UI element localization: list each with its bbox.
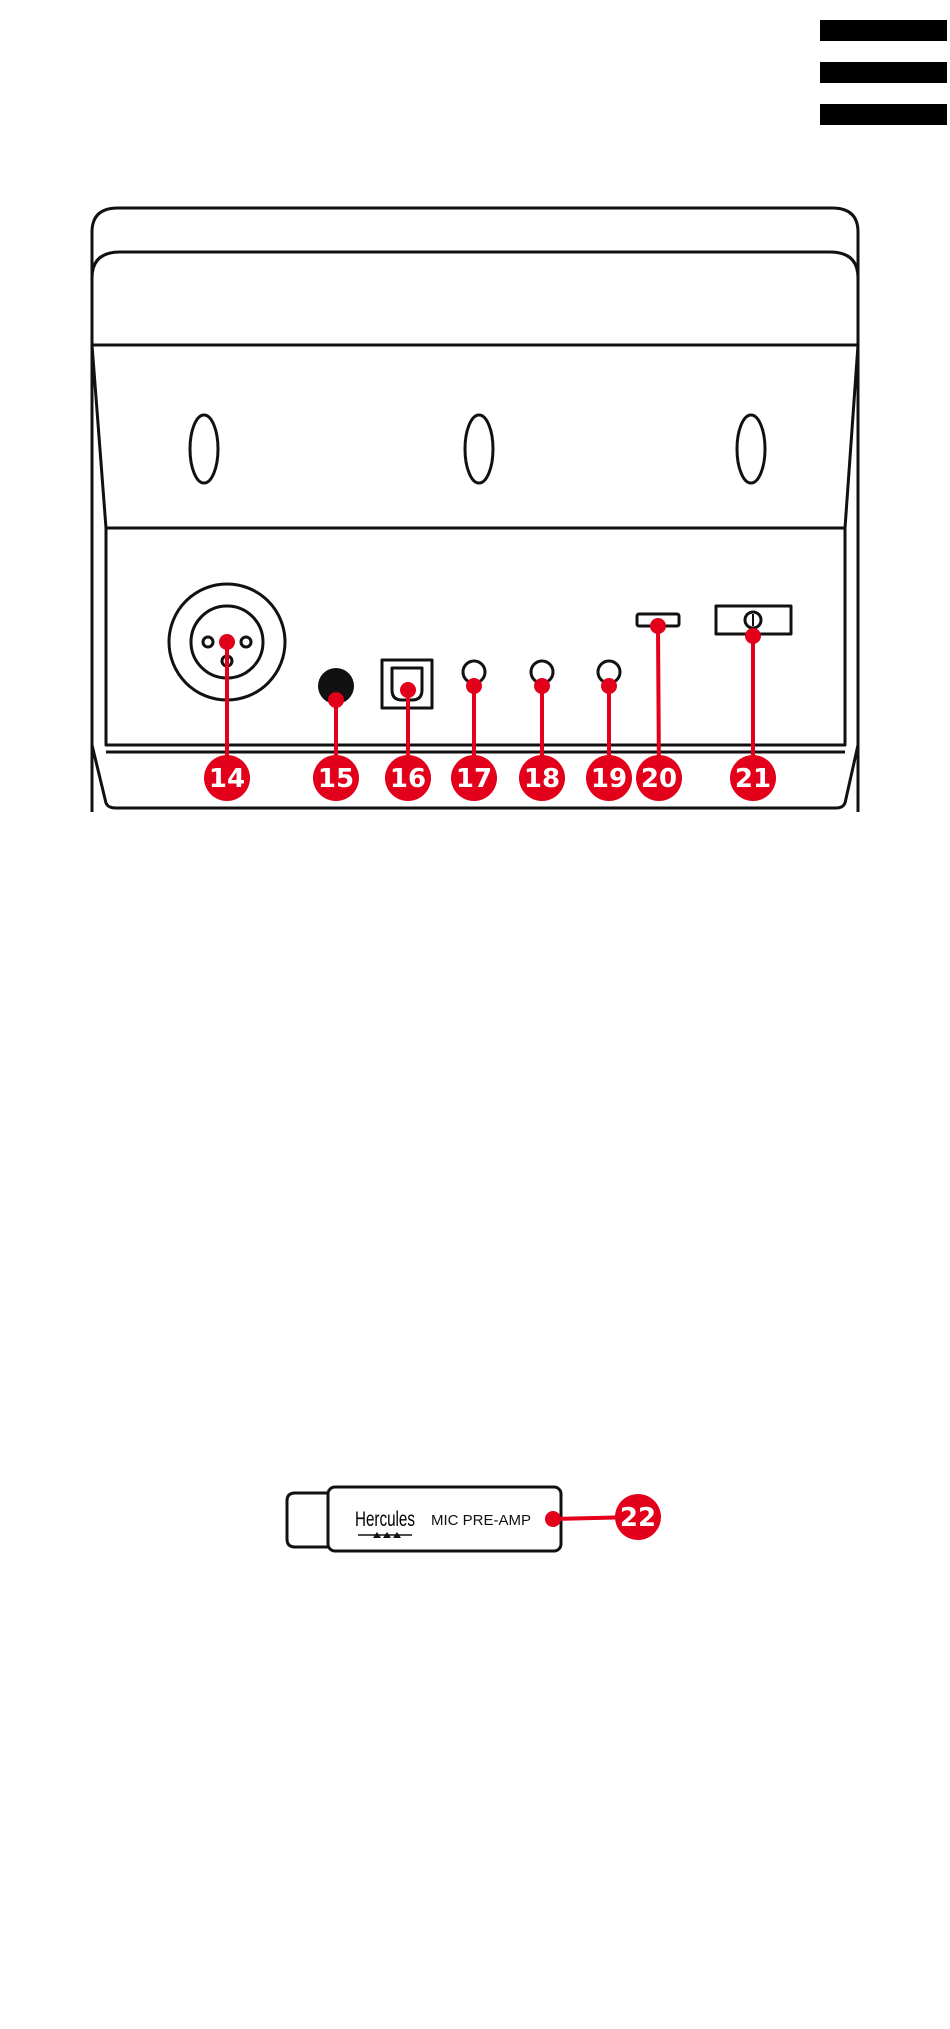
callout-dot-22 (545, 1511, 561, 1527)
device-right-slope (845, 345, 858, 528)
callout-number-19: 19 (591, 764, 627, 794)
dongle-label: MIC PRE-AMP (431, 1512, 531, 1529)
callout-dot-21 (745, 628, 761, 644)
device-left-slope (92, 345, 106, 528)
vent-slot-left (190, 415, 218, 483)
vent-slot-right (737, 415, 765, 483)
callout-number-21: 21 (735, 764, 771, 794)
callout-dot-18 (534, 678, 550, 694)
vent-slot-center (465, 415, 493, 483)
callout-number-16: 16 (390, 764, 426, 794)
callout-dot-16 (400, 682, 416, 698)
callout-number-17: 17 (456, 764, 492, 794)
callout-dot-15 (328, 692, 344, 708)
callout-dot-20 (650, 618, 666, 634)
callout-number-22: 22 (620, 1503, 656, 1533)
callout-dot-19 (601, 678, 617, 694)
callout-number-15: 15 (318, 764, 354, 794)
callout-badges: 14 15 16 17 18 19 20 21 22 (204, 618, 776, 1540)
logo-triangles-icon (373, 1532, 401, 1538)
dongle-brand-logo: Hercules (355, 1508, 415, 1531)
dongle-connector (287, 1493, 329, 1547)
callout-number-14: 14 (209, 764, 245, 794)
xlr-pin-right (241, 637, 251, 647)
callout-dot-14 (219, 634, 235, 650)
callout-dot-17 (466, 678, 482, 694)
callout-number-18: 18 (524, 764, 560, 794)
callout-leaders (227, 626, 753, 1519)
callout-number-20: 20 (641, 764, 677, 794)
device-top-panel (92, 252, 858, 345)
xlr-pin-left (203, 637, 213, 647)
